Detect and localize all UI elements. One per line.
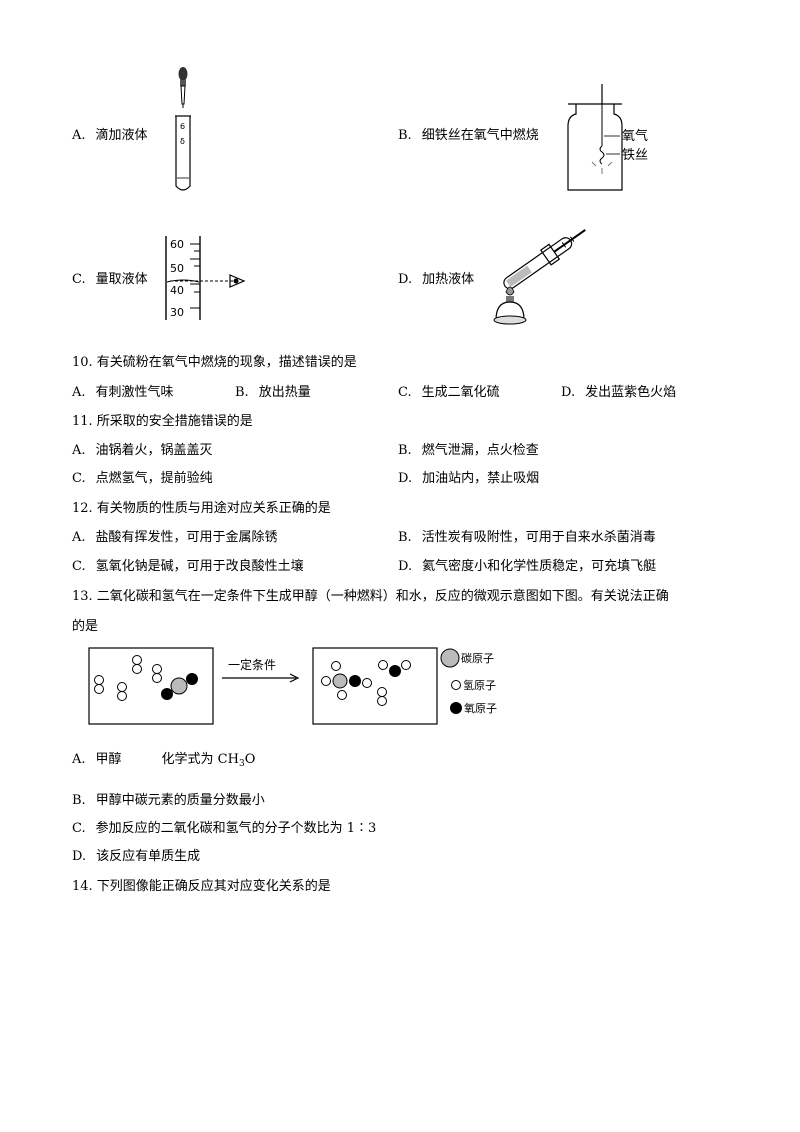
- q10-option-d: D.发出蓝紫色火焰: [561, 385, 677, 400]
- q13-stem-line1: 13. 二氧化碳和氢气在一定条件下生成甲醇（一种燃料）和水，反应的微观示意图如下…: [72, 589, 669, 604]
- graduated-cylinder-figure: 60 50 40 30: [165, 236, 246, 320]
- q14-stem: 14. 下列图像能正确反应其对应变化关系的是: [72, 879, 331, 894]
- q13-option-a: A.甲醇化学式为 CH3O: [72, 752, 256, 769]
- q9-option-a: A.滴加液体: [72, 128, 148, 143]
- q10-option-b: B.放出热量: [235, 385, 311, 400]
- q9-option-c: C.量取液体: [72, 272, 148, 287]
- q13-option-c: C.参加反应的二氧化碳和氢气的分子个数比为 1∶3: [72, 821, 377, 836]
- q11-option-d: D.加油站内，禁止吸烟: [398, 471, 540, 486]
- heating-test-tube-figure: [493, 229, 586, 325]
- q11-option-b: B.燃气泄漏，点火检查: [398, 443, 539, 458]
- q13-stem-line2: 的是: [72, 619, 99, 634]
- q12-option-c: C.氢氧化钠是碱，可用于改良酸性土壤: [72, 559, 304, 574]
- q12-option-d: D.氦气密度小和化学性质稳定，可充填飞艇: [398, 559, 657, 574]
- q12-stem: 12. 有关物质的性质与用途对应关系正确的是: [72, 501, 331, 516]
- q13-option-b: B.甲醇中碳元素的质量分数最小: [72, 793, 265, 808]
- svg-text:碳原子: 碳原子: [461, 651, 494, 665]
- q11-option-a: A.油锅着火，锅盖盖灭: [72, 443, 213, 458]
- reaction-micro-diagram: 一定条件 碳原子 氢原子 氧原子: [88, 647, 497, 725]
- q11-option-c: C.点燃氢气，提前验纯: [72, 471, 213, 486]
- svg-text:40: 40: [170, 284, 184, 297]
- svg-text:60: 60: [170, 238, 184, 251]
- reactant-box: [88, 647, 214, 725]
- svg-text:6: 6: [180, 122, 185, 131]
- svg-text:δ: δ: [180, 137, 185, 146]
- q9-option-b: B.细铁丝在氧气中燃烧: [398, 128, 539, 143]
- svg-text:氢原子: 氢原子: [463, 678, 496, 692]
- legend-hydrogen-swatch: [451, 680, 461, 690]
- q10-option-c: C.生成二氧化硫: [398, 385, 500, 400]
- q12-option-b: B.活性炭有吸附性，可用于自来水杀菌消毒: [398, 530, 656, 545]
- legend-oxygen-swatch: [450, 702, 462, 714]
- q13-option-d: D.该反应有单质生成: [72, 849, 201, 864]
- legend-carbon-swatch: [440, 648, 460, 668]
- q11-stem: 11. 所采取的安全措施错误的是: [72, 414, 253, 429]
- q9-option-d: D.加热液体: [398, 272, 475, 287]
- svg-text:铁丝: 铁丝: [622, 148, 648, 163]
- q10-option-a: A.有刺激性气味: [72, 385, 174, 400]
- svg-text:30: 30: [170, 306, 184, 319]
- product-box: [312, 647, 438, 725]
- svg-text:氧原子: 氧原子: [464, 701, 497, 715]
- iron-wire-oxygen-bottle-figure: 氧气 铁丝: [567, 84, 648, 191]
- svg-text:50: 50: [170, 262, 184, 275]
- dropper-test-tube-figure: 6 δ: [175, 67, 191, 191]
- svg-text:一定条件: 一定条件: [228, 657, 276, 672]
- q12-option-a: A.盐酸有挥发性，可用于金属除锈: [72, 530, 278, 545]
- svg-text:氧气: 氧气: [622, 128, 648, 144]
- q10-stem: 10. 有关硫粉在氧气中燃烧的现象，描述错误的是: [72, 355, 357, 370]
